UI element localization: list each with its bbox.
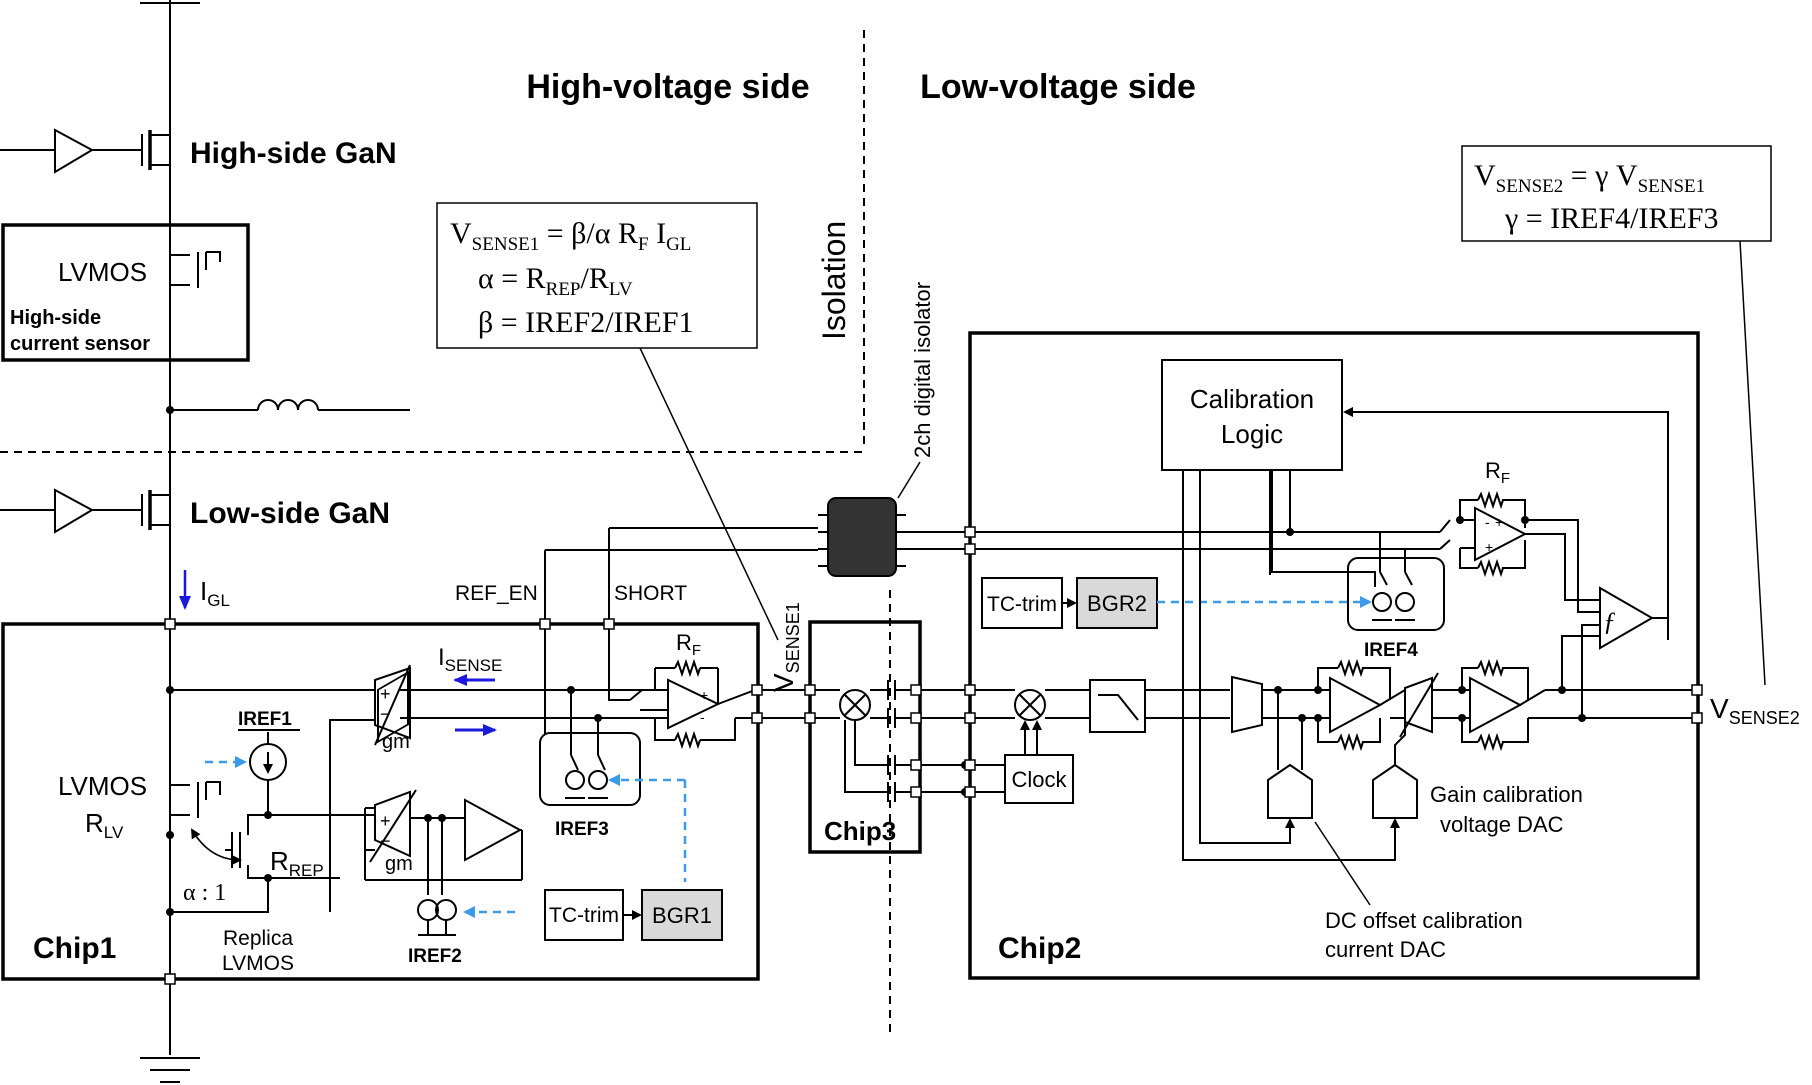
isolator-label: 2ch digital isolator xyxy=(910,282,935,458)
svg-text:−: − xyxy=(380,704,391,724)
rrep-label: RREP xyxy=(270,846,324,880)
chip1-rf-label: RF xyxy=(676,630,701,659)
ratio-label: α : 1 xyxy=(183,880,226,906)
chip3: Chip3 xyxy=(762,620,1005,854)
iref3-block xyxy=(539,732,641,806)
svg-text:Clock: Clock xyxy=(1011,767,1067,792)
svg-text:+: + xyxy=(380,811,391,831)
chip1-tc-trim xyxy=(544,889,624,941)
bgr2-block xyxy=(1076,577,1158,629)
vsense1-label: VSENSE1 xyxy=(768,602,803,692)
short-label: SHORT xyxy=(614,582,687,605)
svg-text:α = RREP/RLV: α = RREP/RLV xyxy=(478,262,633,300)
svg-text:TC-trim: TC-trim xyxy=(549,904,619,927)
low-side-gan-label: Low-side GaN xyxy=(190,497,390,530)
svg-text:VSENSE1 = β/α RF IGL: VSENSE1 = β/α RF IGL xyxy=(450,217,691,255)
lvmos-label: LVMOS xyxy=(58,771,147,801)
svg-text:+: + xyxy=(1495,514,1503,530)
iref1-label: IREF1 xyxy=(238,709,292,730)
svg-text:TC-trim: TC-trim xyxy=(987,593,1057,616)
vsense1-equation-box: VSENSE1 = β/α RF IGL α = RREP/RLV β = IR… xyxy=(436,202,779,641)
calibration-logic-block xyxy=(1161,359,1343,471)
svg-text:voltage DAC: voltage DAC xyxy=(1440,812,1564,837)
igl-label: IGL xyxy=(200,576,230,610)
iref3-label: IREF3 xyxy=(555,819,609,840)
lowpass-filter xyxy=(1089,679,1146,733)
svg-text:Calibration: Calibration xyxy=(1190,384,1314,414)
chip1-label: Chip1 xyxy=(33,932,116,965)
svg-text:ƒ: ƒ xyxy=(1603,607,1616,636)
dc-offset-dac-label: DC offset calibration xyxy=(1325,908,1523,933)
clock-block xyxy=(1004,754,1074,804)
svg-text:High-side: High-side xyxy=(10,307,101,329)
isense-label: ISENSE xyxy=(438,644,502,675)
iref4-label: IREF4 xyxy=(1364,640,1418,661)
svg-text:-: - xyxy=(1485,514,1490,530)
iref4-block xyxy=(1347,557,1445,631)
chip2-tc-trim xyxy=(981,577,1063,629)
chip2-rf-label: RF xyxy=(1485,458,1510,487)
chip3-label: Chip3 xyxy=(824,816,896,846)
chip2-label: Chip2 xyxy=(998,932,1081,965)
isolation-label: Isolation xyxy=(816,221,852,340)
svg-text:+: + xyxy=(380,684,391,704)
iref2-label: IREF2 xyxy=(408,946,462,967)
low-voltage-side-title: Low-voltage side xyxy=(920,68,1196,106)
svg-text:γ = IREF4/IREF3: γ = IREF4/IREF3 xyxy=(1504,202,1719,235)
rlv-label: RLV xyxy=(85,808,124,842)
chip1: Chip1 REF_EN SHORT ISENSE + − gm IREF1 xyxy=(1,528,803,985)
ref-en-label: REF_EN xyxy=(455,582,538,605)
vsense2-label: VSENSE2 xyxy=(1710,693,1800,728)
high-side-current-sensor xyxy=(1,223,250,362)
high-side-gan-label: High-side GaN xyxy=(190,137,397,170)
chip2: Chip2 Calibration Logic IREF4 xyxy=(964,331,1800,980)
svg-text:LVMOS: LVMOS xyxy=(58,257,147,287)
svg-text:β = IREF2/IREF1: β = IREF2/IREF1 xyxy=(478,306,694,339)
replica-lvmos-label: Replica xyxy=(223,927,293,950)
svg-text:BGR2: BGR2 xyxy=(1087,591,1147,616)
vsense2-equation-box: VSENSE2 = γ VSENSE1 γ = IREF4/IREF3 xyxy=(1461,145,1772,686)
gain-cal-dac-label: Gain calibration xyxy=(1430,782,1583,807)
svg-text:+: + xyxy=(700,687,708,703)
svg-text:current DAC: current DAC xyxy=(1325,937,1446,962)
svg-text:Logic: Logic xyxy=(1221,419,1283,449)
svg-text:-: - xyxy=(700,709,705,725)
svg-text:gm: gm xyxy=(385,853,413,875)
svg-text:gm: gm xyxy=(382,731,410,753)
digital-isolator-chip xyxy=(545,497,1005,577)
svg-text:LVMOS: LVMOS xyxy=(222,952,294,975)
svg-text:+: + xyxy=(1485,539,1493,555)
power-stage: High-side GaN LVMOS High-side current se… xyxy=(0,0,410,1083)
svg-text:-: - xyxy=(1495,539,1500,555)
bgr1-block xyxy=(641,889,723,941)
svg-text:VSENSE2 = γ VSENSE1: VSENSE2 = γ VSENSE1 xyxy=(1474,159,1705,197)
svg-text:−: − xyxy=(380,831,391,851)
high-voltage-side-title: High-voltage side xyxy=(526,68,809,106)
svg-text:current sensor: current sensor xyxy=(10,333,150,355)
svg-text:BGR1: BGR1 xyxy=(652,903,712,928)
